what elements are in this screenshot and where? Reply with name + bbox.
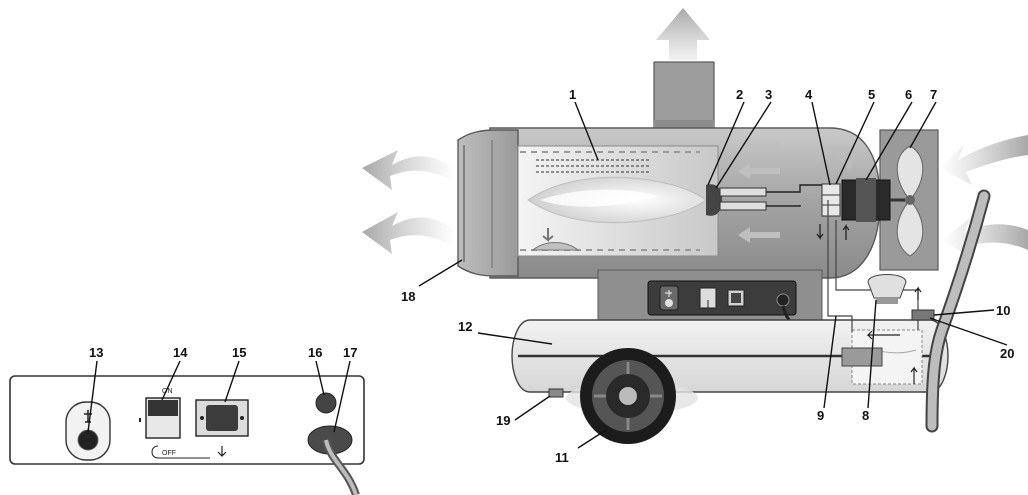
callout-20: 20 [1000, 346, 1014, 361]
drain-plug [548, 388, 564, 398]
outlet-nozzle [457, 129, 519, 277]
fan [896, 145, 924, 257]
control-panel-detail: ON OFF [9, 375, 365, 495]
callout-11: 11 [555, 450, 569, 465]
callout-3: 3 [765, 87, 772, 102]
control-panel-on-body [647, 280, 797, 328]
callout-14: 14 [173, 345, 188, 360]
exhaust-up-arrow [656, 8, 710, 60]
callout-13: 13 [89, 345, 103, 360]
callout-18: 18 [401, 289, 415, 304]
burner-head [706, 184, 822, 216]
callout-16: 16 [308, 345, 322, 360]
heater-body [457, 61, 939, 321]
callout-7: 7 [930, 87, 937, 102]
callout-1: 1 [569, 87, 576, 102]
cold-air-inlet-arrow-upper [940, 135, 1028, 185]
switch-on-mark: ON [162, 388, 173, 395]
hot-air-outlet-arrow-upper [362, 150, 455, 190]
cold-air-inlet-arrow-lower [942, 218, 1028, 258]
switch-off-mark: OFF [162, 450, 176, 457]
internal-airflow-arrows [738, 137, 780, 243]
callout-4: 4 [805, 87, 813, 102]
heat-exchanger-bars [536, 159, 650, 173]
callout-5: 5 [868, 87, 875, 102]
callout-2: 2 [736, 87, 743, 102]
callout-8: 8 [862, 408, 869, 423]
callout-12: 12 [458, 319, 472, 334]
wheel [566, 348, 698, 444]
callout-numbers: 1 2 3 4 5 6 7 8 9 10 11 12 13 14 15 16 1… [89, 87, 1014, 465]
thermostat-socket[interactable] [315, 392, 337, 414]
leader-lines [87, 101, 1008, 449]
fuel-filter [867, 274, 907, 299]
hot-air-outlet-arrow-lower [362, 212, 455, 254]
callout-19: 19 [496, 413, 510, 428]
callout-15: 15 [232, 345, 246, 360]
callout-10: 10 [996, 303, 1010, 318]
fuel-pump [821, 183, 841, 217]
callout-9: 9 [817, 408, 824, 423]
callout-17: 17 [343, 345, 357, 360]
callout-6: 6 [905, 87, 912, 102]
